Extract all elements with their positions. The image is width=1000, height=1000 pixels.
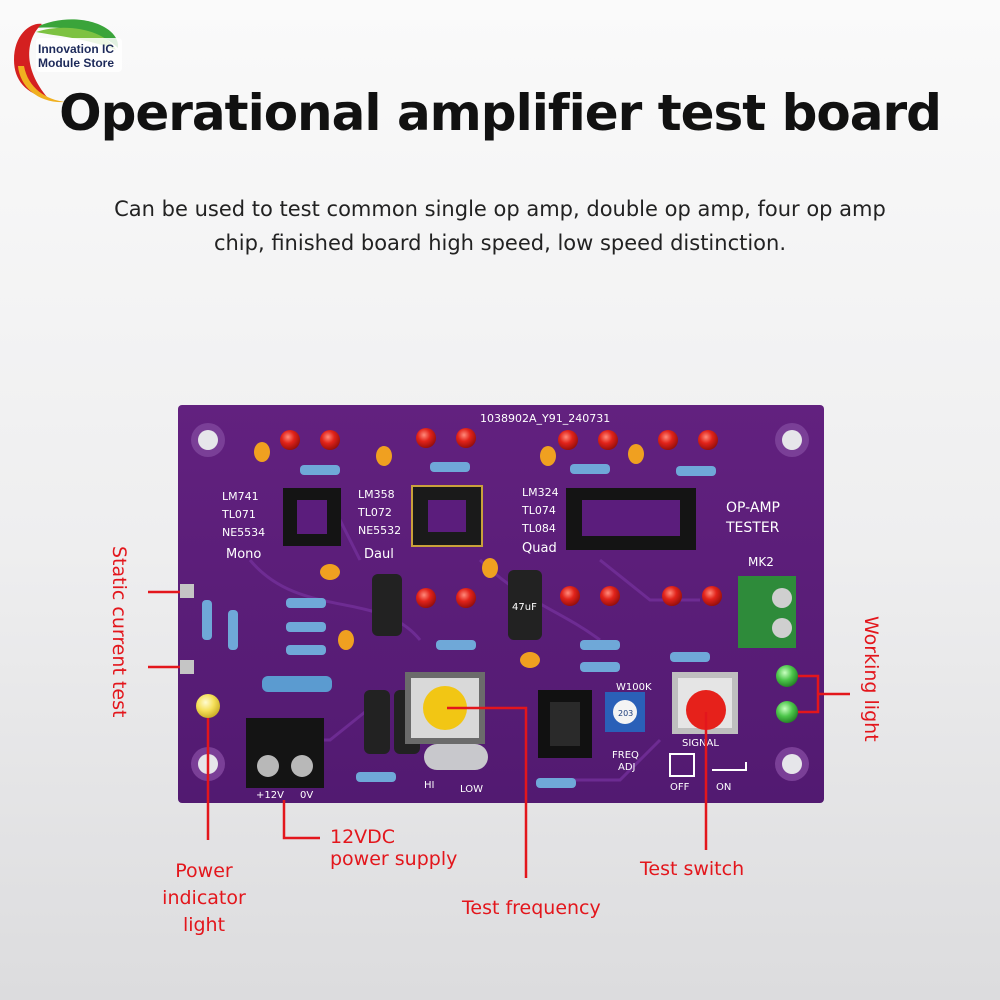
dual-chip-3: NE5532 <box>358 524 401 537</box>
static-current-label: Static current test <box>108 546 130 718</box>
power-indicator-line2: indicator <box>162 887 246 909</box>
power-led <box>196 694 220 718</box>
logo-text-line1: Innovation IC <box>38 42 114 56</box>
frequency-potentiometer <box>605 692 645 732</box>
cap-label: 47uF <box>512 602 537 613</box>
mono-chip-3: NE5534 <box>222 526 265 539</box>
quad-socket <box>566 488 696 550</box>
power-terminal <box>246 718 324 788</box>
middle-red-leds <box>416 586 722 608</box>
power-indicator-label: Power indicator light <box>150 858 258 939</box>
top-red-leds <box>280 428 718 450</box>
pot-code: 203 <box>618 709 633 718</box>
store-logo-icon <box>14 19 122 103</box>
static-current-pads <box>180 584 194 674</box>
board-serial: 1038902A_Y91_240731 <box>480 412 610 425</box>
callout-lines <box>148 590 850 878</box>
working-light-label: Working light <box>860 616 882 742</box>
off-label: OFF <box>670 782 690 793</box>
terminal-pos-label: +12V <box>256 790 284 801</box>
power-supply-line1: 12VDC <box>330 826 396 848</box>
mono-socket <box>283 488 341 546</box>
on-label: ON <box>716 782 731 793</box>
test-switch-label: Test switch <box>640 858 745 880</box>
working-lights <box>776 665 798 723</box>
freq-label-1: FREQ <box>612 750 639 761</box>
mono-chip-2: TL071 <box>221 508 256 521</box>
dual-label: Daul <box>364 547 394 562</box>
signal-label: SIGNAL <box>682 738 719 749</box>
low-label: LOW <box>460 784 483 795</box>
power-supply-label: 12VDC power supply <box>330 826 457 870</box>
quad-chip-1: LM324 <box>522 486 559 499</box>
quad-chip-3: TL084 <box>521 522 556 535</box>
mounting-holes <box>191 423 809 781</box>
quad-chip-2: TL074 <box>521 504 556 517</box>
dual-socket <box>411 485 483 547</box>
ceramic-capacitors <box>254 442 644 668</box>
hi-label: HI <box>424 780 434 791</box>
page-title: Operational amplifier test board <box>59 84 942 142</box>
terminal-neg-label: 0V <box>300 790 313 801</box>
mono-chip-1: LM741 <box>222 490 259 503</box>
mono-label: Mono <box>226 547 261 562</box>
output-terminal <box>738 576 796 648</box>
pot-label: W100K <box>616 682 652 693</box>
board-revision: MK2 <box>748 555 774 569</box>
glass-diode <box>424 744 488 770</box>
dual-chip-1: LM358 <box>358 488 395 501</box>
board-name-line2: TESTER <box>725 520 780 536</box>
quad-label: Quad <box>522 541 557 556</box>
logo-text-line2: Module Store <box>38 56 115 70</box>
timer-chip <box>538 690 592 758</box>
power-indicator-line1: Power <box>175 860 233 882</box>
dual-chip-2: TL072 <box>357 506 392 519</box>
freq-label-2: ADJ <box>618 762 636 773</box>
resistors <box>202 462 716 788</box>
page-description: Can be used to test common single op amp… <box>114 197 886 255</box>
test-frequency-label: Test frequency <box>462 897 601 919</box>
board-name-line1: OP-AMP <box>726 500 780 516</box>
power-indicator-line3: light <box>182 914 226 936</box>
power-supply-line2: power supply <box>330 848 458 870</box>
